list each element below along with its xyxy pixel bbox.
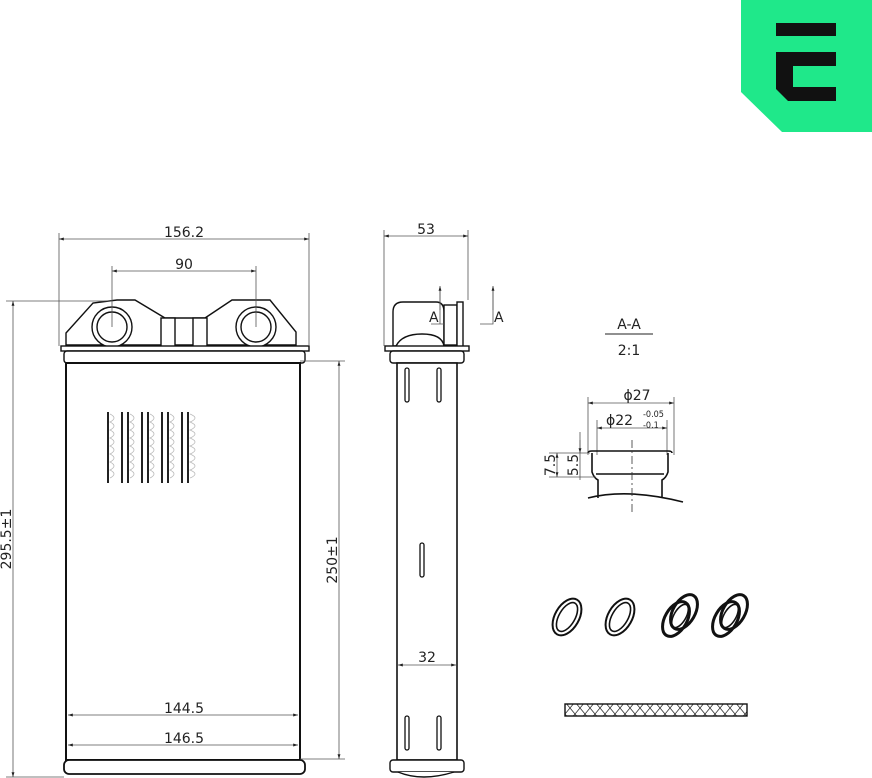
side-view (384, 301, 470, 778)
tol-lower: -0.1 (643, 421, 659, 431)
dim-overall-height: 295.5±1 (0, 509, 15, 570)
fin-pattern (107, 412, 196, 483)
tol-upper: -0.05 (643, 410, 664, 420)
dim-pipe-spacing: 90 (175, 257, 193, 273)
brand-logo (741, 0, 872, 132)
dim-core-width-inner: 144.5 (164, 701, 204, 717)
section-detail: A-A 2:1 ϕ27 ϕ22 -0.05 -0.1 7.5 5.5 (543, 317, 684, 512)
o-ring-2 (604, 597, 636, 637)
dim-overall-depth: 53 (417, 222, 435, 238)
seal-2 (711, 593, 749, 638)
dim-outer-diameter: ϕ27 (623, 388, 650, 404)
accessories (551, 593, 749, 717)
dim-core-depth: 32 (418, 650, 436, 666)
dim-inner-diameter: ϕ22 (606, 413, 633, 429)
seal-1 (661, 593, 699, 638)
side-dimensions: 53 32 A A (383, 222, 504, 667)
dim-core-height: 250±1 (325, 536, 341, 583)
section-marker-left: A (429, 310, 439, 326)
dim-height-total: 7.5 (543, 454, 559, 476)
section-scale: 2:1 (618, 343, 641, 359)
dim-overall-width: 156.2 (164, 225, 204, 241)
o-ring-1 (551, 597, 583, 637)
gasket-strip (564, 703, 748, 717)
front-dimensions: 156.2 90 295.5±1 250±1 144.5 146.5 (0, 225, 345, 778)
dim-core-width-outer: 146.5 (164, 731, 204, 747)
front-view (60, 299, 310, 775)
section-marker-right: A (494, 310, 504, 326)
dim-height-inner: 5.5 (566, 454, 582, 476)
section-title: A-A (617, 317, 641, 333)
